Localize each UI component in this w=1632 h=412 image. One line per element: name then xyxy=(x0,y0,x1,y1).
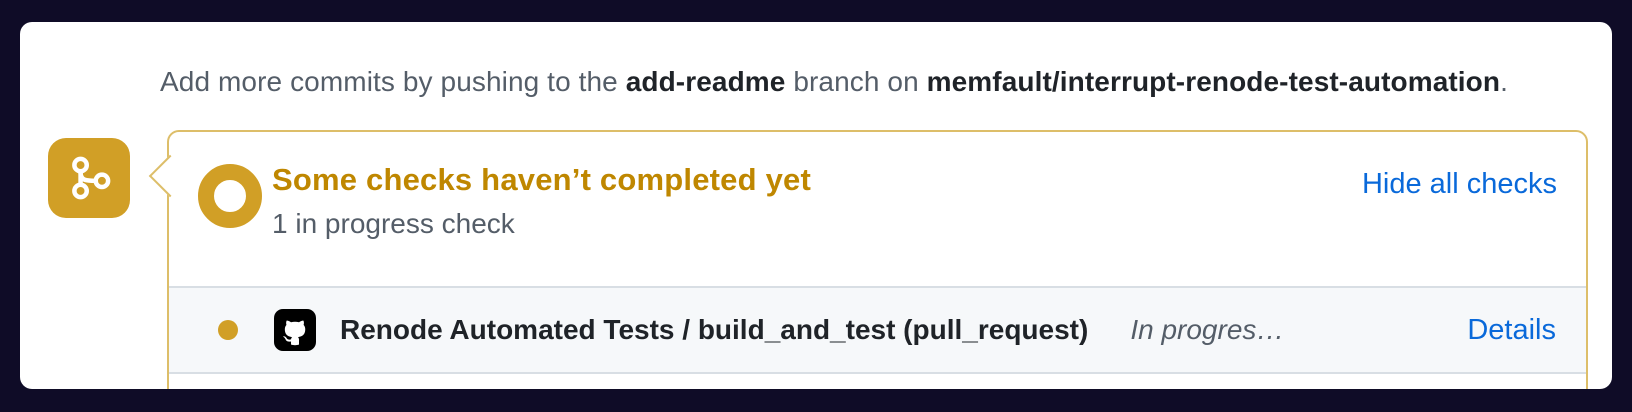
check-status: In progres… xyxy=(1130,314,1285,345)
repo-name: memfault/interrupt-renode-test-automatio… xyxy=(926,66,1501,97)
in-progress-ring-icon xyxy=(198,164,262,228)
checks-header: Some checks haven’t completed yet 1 in p… xyxy=(169,132,1586,284)
git-branch-icon xyxy=(48,138,130,218)
check-name: Renode Automated Tests / build_and_test … xyxy=(340,314,1089,345)
message-prefix: Add more commits by pushing to the xyxy=(160,66,626,97)
checks-subtitle: 1 in progress check xyxy=(272,208,515,239)
details-link[interactable]: Details xyxy=(1467,313,1556,346)
add-commits-message: Add more commits by pushing to the add-r… xyxy=(160,62,1508,102)
check-row: Renode Automated Tests / build_and_test … xyxy=(169,286,1586,374)
in-progress-dot-icon xyxy=(218,320,238,340)
branch-name: add-readme xyxy=(625,66,786,97)
checks-panel: Some checks haven’t completed yet 1 in p… xyxy=(148,130,1588,389)
merge-box-card: Add more commits by pushing to the add-r… xyxy=(20,22,1612,389)
github-mark-icon xyxy=(274,309,316,351)
message-suffix: . xyxy=(1500,66,1508,97)
checks-title: Some checks haven’t completed yet xyxy=(272,162,811,197)
hide-all-checks-link[interactable]: Hide all checks xyxy=(1361,168,1557,200)
message-middle: branch on xyxy=(785,66,927,97)
